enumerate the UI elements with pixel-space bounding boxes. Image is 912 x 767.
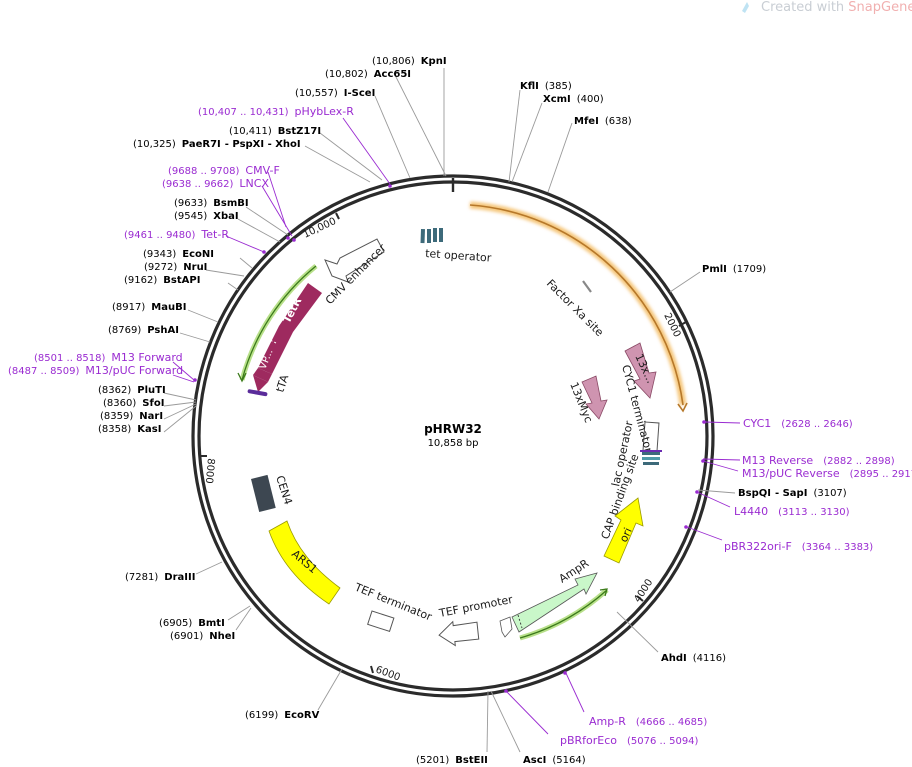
plasmid-backbone	[191, 174, 715, 698]
site-label-sfoi: (8360)SfoI	[103, 398, 164, 409]
primer-label-cyc1: CYC1(2628 .. 2646)	[743, 417, 853, 430]
tet-operator-feature: tet operator	[420, 228, 492, 265]
site-label-paer7i: (10,325)PaeR7I- PspXI - XhoI	[133, 139, 301, 150]
tick-label-8000: 8000	[203, 458, 216, 484]
site-label-draiii: (7281)DraIII	[125, 572, 195, 583]
site-label-asci: AscI(5164)	[523, 755, 586, 766]
tetr-feature: TetR VP... tTA	[247, 283, 322, 397]
site-label-kasi: (8358)KasI	[98, 424, 161, 435]
site-label-bstz17i: (10,411)BstZ17I	[229, 126, 321, 137]
tta-label: tTA	[273, 373, 291, 394]
site-label-ahdi: AhdI(4116)	[661, 653, 726, 664]
site-label-maubi: (8917)MauBI	[112, 302, 186, 313]
primer-label-phyblex-r: (10,407 .. 10,431)pHybLex-R	[198, 105, 354, 118]
tef-promoter-label: TEF promoter	[437, 593, 514, 620]
site-label-nrui: (9272)NruI	[144, 262, 207, 273]
primer-label-tet-r: (9461 .. 9480)Tet-R	[124, 228, 229, 241]
primer-label-m13-reverse: M13 Reverse(2882 .. 2898)	[742, 454, 895, 467]
site-label-econi: (9343)EcoNI	[143, 249, 214, 260]
snapgene-logo-icon	[742, 2, 749, 13]
cmv-enhancer-feature: CMV enhancer	[323, 238, 389, 307]
site-label-xbai: (9545)XbaI	[174, 211, 239, 222]
cen4-feature: CEN4	[251, 474, 295, 512]
primer-label-l4440: L4440(3113 .. 3130)	[734, 505, 850, 518]
tick-label-4000: 4000	[632, 577, 655, 604]
factor-xa-feature: Factor Xa site	[544, 277, 606, 339]
site-label-i-scei: (10,557)I-SceI	[295, 88, 375, 99]
primer-label-amp-r: Amp-R(4666 .. 4685)	[589, 715, 707, 728]
primer-label-lncx: (9638 .. 9662)LNCX	[162, 177, 269, 190]
primer-label-pbrforeco: pBRforEco(5076 .. 5094)	[560, 734, 699, 747]
svg-text:Created with SnapGene®: Created with SnapGene®	[761, 0, 912, 15]
site-label-bsteii: (5201)BstEII	[416, 755, 488, 766]
primer-label-m13-forward: (8501 .. 8518)M13 Forward	[34, 351, 183, 364]
plasmid-title: pHRW32 10,858 bp	[424, 422, 482, 449]
primer-markers	[193, 184, 706, 693]
factor-xa-label: Factor Xa site	[544, 277, 606, 339]
ampr-feature: AmpR	[511, 557, 598, 633]
plasmid-length: 10,858 bp	[428, 438, 479, 449]
site-label-bstapi: (9162)BstAPI	[124, 275, 200, 286]
primer-label-m13-puc-reverse: M13/pUC Reverse(2895 .. 2917)	[742, 467, 912, 480]
site-label-nari: (8359)NarI	[100, 411, 163, 422]
site-labels: (10,806)KpnI (10,802)Acc65I (10,557)I-Sc…	[8, 56, 912, 766]
tef-terminator-feature: TEF terminator	[352, 580, 434, 633]
site-label-xcmi: XcmI(400)	[543, 94, 604, 105]
tta-arc	[239, 264, 318, 381]
snapgene-watermark: Created with SnapGene®	[742, 0, 912, 15]
site-label-ecorv: (6199)EcoRV	[245, 710, 320, 721]
ori-feature: ori	[603, 497, 644, 564]
site-label-pshai: (8769)PshAI	[108, 325, 179, 336]
plasmid-name: pHRW32	[424, 422, 482, 436]
primer-label-cmv-f: (9688 .. 9708)CMV-F	[168, 164, 280, 177]
myc-inner-feature: 13xMyc	[567, 375, 608, 425]
site-label-bspqi: BspQI- SapI(3107)	[738, 488, 847, 499]
tet-operator-label: tet operator	[425, 247, 492, 265]
tef-terminator-label: TEF terminator	[352, 580, 434, 623]
site-label-kfli: KflI(385)	[520, 81, 572, 92]
site-leaders	[163, 68, 741, 753]
ori-label: ori	[617, 526, 635, 544]
site-label-pmli: PmlI(1709)	[702, 264, 766, 275]
site-label-bmti: (6905)BmtI	[159, 618, 225, 629]
ars1-feature: ARS1	[268, 520, 341, 605]
site-label-bsmbi: (9633)BsmBI	[174, 198, 249, 209]
cen4-label: CEN4	[273, 474, 295, 506]
site-label-kpni: (10,806)KpnI	[372, 56, 447, 67]
site-label-acc65i: (10,802)Acc65I	[325, 69, 411, 80]
site-label-pluti: (8362)PluTI	[98, 385, 166, 396]
site-label-mfei: MfeI(638)	[574, 116, 632, 127]
primer-label-m13-puc-forward: (8487 .. 8509)M13/pUC Forward	[8, 364, 183, 377]
ampr-promoter-arrow	[499, 616, 513, 638]
site-label-nhei: (6901)NheI	[170, 631, 235, 642]
primer-label-pbr322ori-f: pBR322ori-F(3364 .. 3383)	[724, 540, 873, 553]
